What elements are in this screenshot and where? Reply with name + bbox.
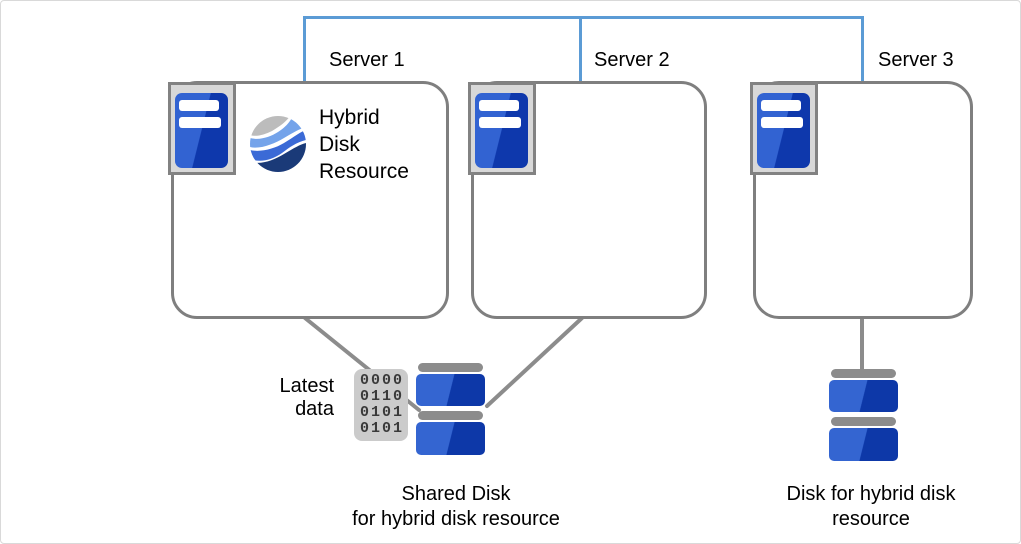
binary-row: 0101 — [359, 404, 404, 421]
server2-box — [471, 81, 707, 319]
logo-wave-mid-blue — [250, 130, 306, 161]
server-slot-icon — [179, 117, 221, 128]
disk-platter — [829, 380, 898, 412]
logo-wave-navy — [250, 143, 306, 172]
hybrid-disk-resource-label: Hybrid Disk Resource — [319, 104, 409, 185]
binary-data-icon: 0000 0110 0101 0101 — [354, 369, 408, 441]
server-chassis-icon — [475, 93, 528, 168]
binary-row: 0000 — [359, 372, 404, 389]
server-slot-icon — [479, 117, 521, 128]
logo-wave-light-blue — [250, 116, 306, 148]
network-link-line — [303, 16, 864, 81]
hybrid-disk-resource-label-line: Resource — [319, 160, 409, 183]
hybrid-disk-resource-label-line: Hybrid — [319, 106, 380, 129]
server3-icon — [750, 82, 818, 175]
disk-cap — [418, 363, 483, 372]
latest-data-label: Latest data — [241, 375, 334, 421]
latest-data-label-line: Latest — [279, 375, 334, 397]
server2-label: Server 2 — [594, 49, 670, 71]
disk-platter — [829, 428, 898, 461]
latest-data-label-line: data — [295, 398, 334, 420]
disk-platter — [416, 374, 485, 406]
shared-disk-caption: Shared Disk for hybrid disk resource — [326, 482, 586, 532]
server-slot-icon — [761, 100, 801, 111]
hybrid-disk-caption-line: Disk for hybrid disk — [786, 483, 956, 505]
shared-disk-caption-line: Shared Disk — [401, 483, 511, 505]
hybrid-disk-caption: Disk for hybrid disk resource — [741, 482, 1001, 532]
server-slot-icon — [761, 117, 803, 128]
shared-disk-caption-line: for hybrid disk resource — [352, 508, 560, 530]
shared-disk-icon — [416, 363, 485, 455]
server-slot-icon — [179, 100, 219, 111]
hybrid-disk-icon — [829, 369, 898, 461]
binary-row: 0110 — [359, 388, 404, 405]
server-chassis-icon — [175, 93, 228, 168]
server-slot-icon — [479, 100, 519, 111]
binary-row: 0101 — [359, 420, 404, 437]
disk-cap — [831, 369, 896, 378]
hybrid-disk-caption-line: resource — [832, 508, 910, 530]
disk-platter — [416, 422, 485, 455]
server3-label: Server 3 — [878, 49, 954, 71]
server-chassis-icon — [757, 93, 810, 168]
disk-cap — [831, 417, 896, 426]
disk-cap — [418, 411, 483, 420]
hybrid-disk-resource-icon — [250, 116, 306, 172]
server1-icon — [168, 82, 236, 175]
server2-to-shared-disk-line — [485, 316, 584, 408]
server2-icon — [468, 82, 536, 175]
server1-label: Server 1 — [329, 49, 405, 71]
hybrid-disk-resource-label-line: Disk — [319, 133, 360, 156]
